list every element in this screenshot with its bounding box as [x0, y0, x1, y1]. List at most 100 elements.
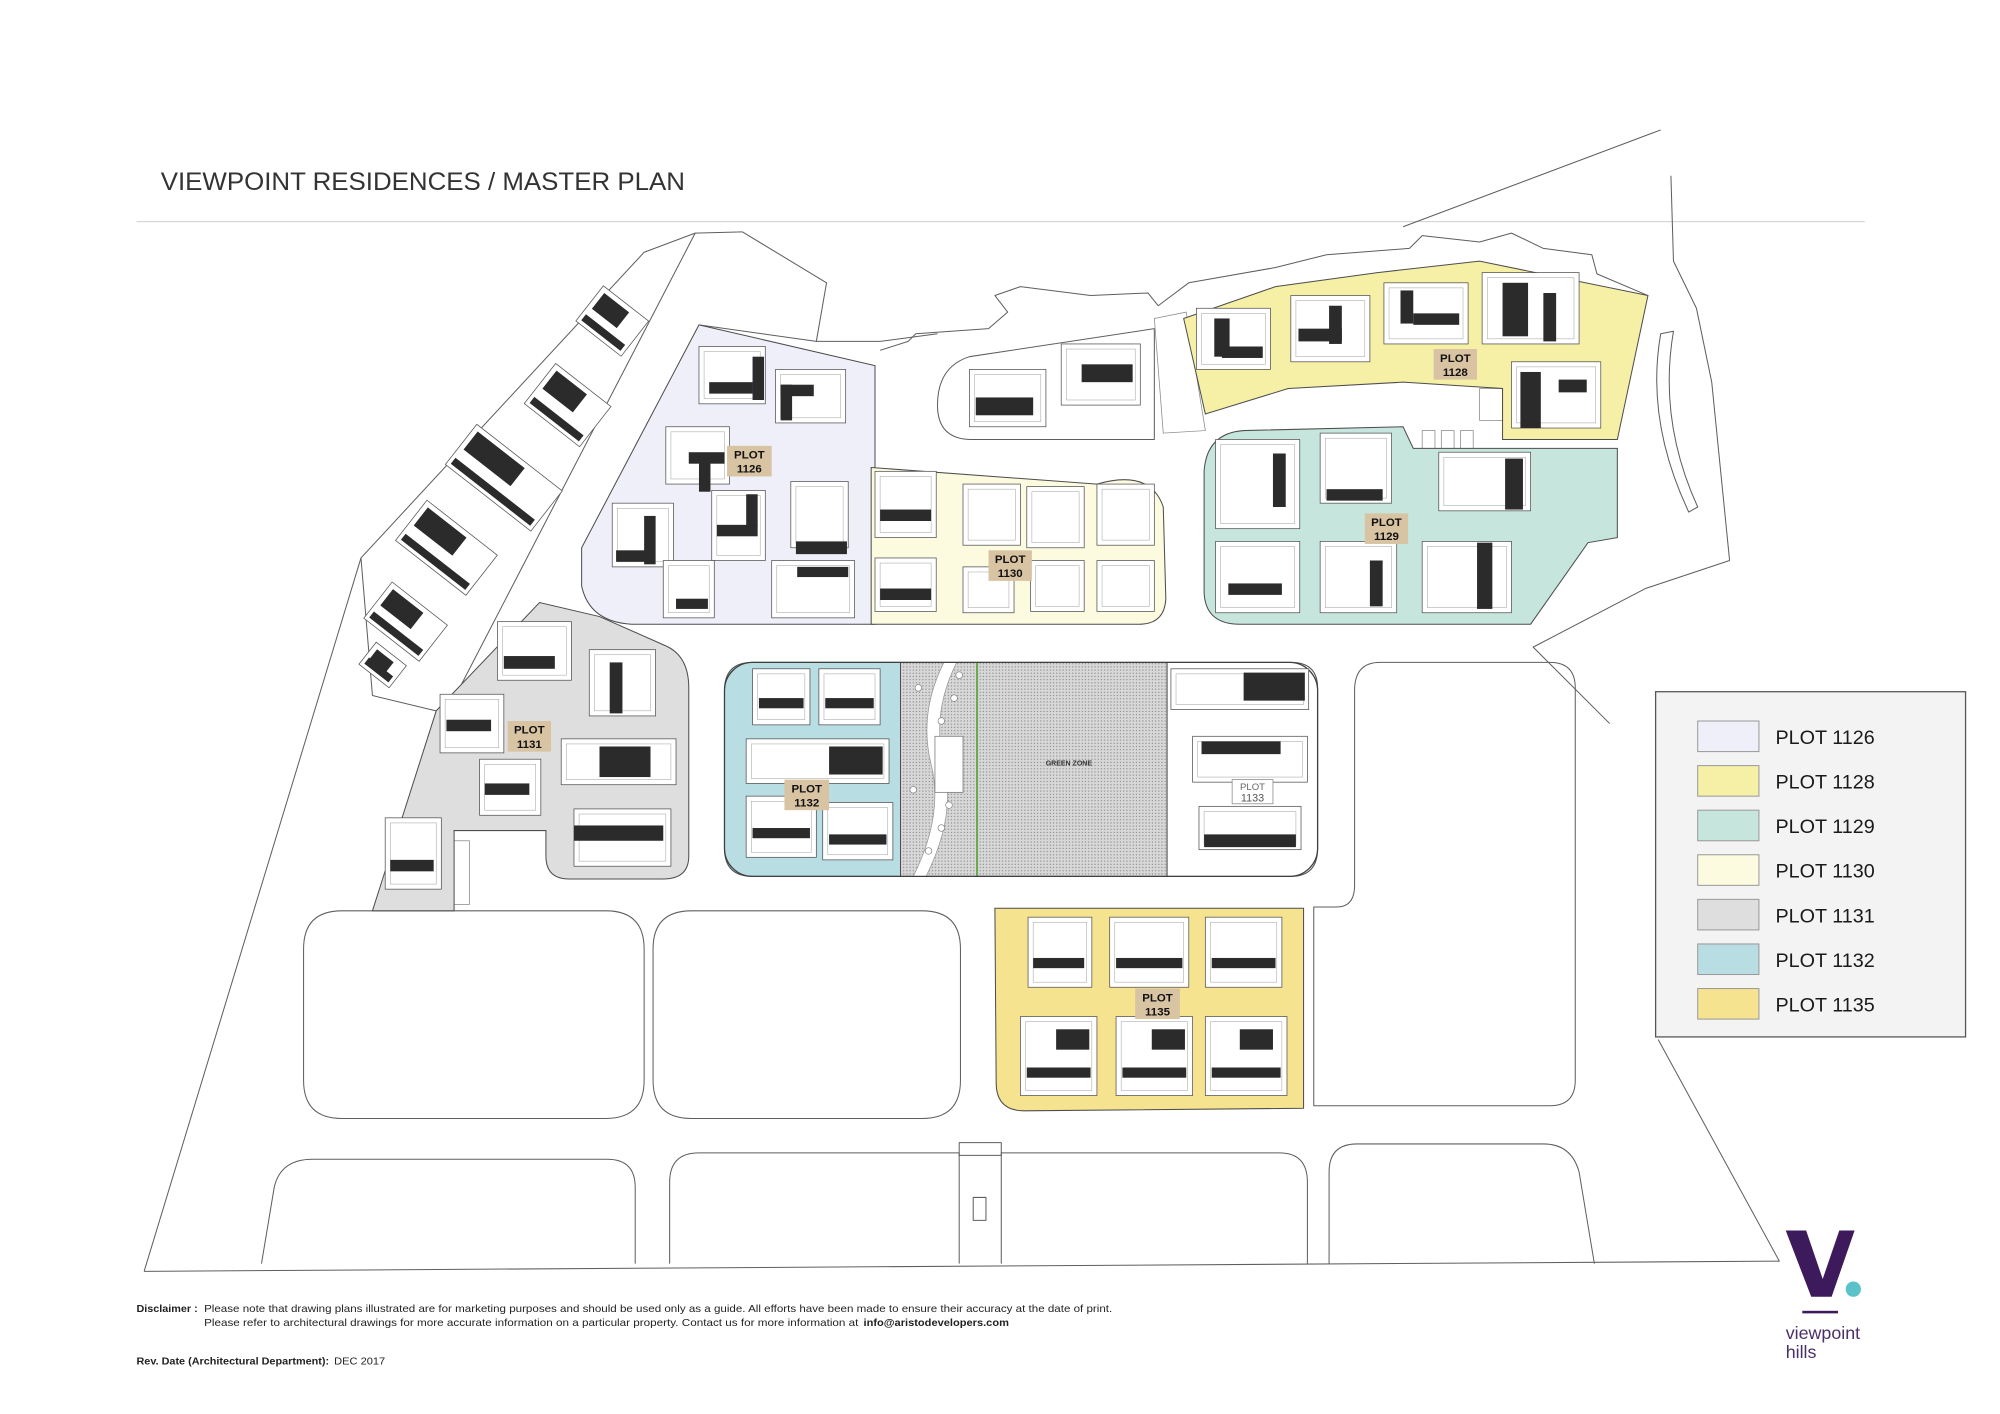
- house: [745, 738, 890, 784]
- site-baseline: [144, 1260, 1780, 1272]
- building-footprint: [1369, 560, 1383, 607]
- legend-label: PLOT 1128: [1776, 772, 1875, 794]
- house-outline: [1027, 916, 1093, 988]
- plot-label-word: PLOT: [791, 783, 822, 795]
- plot-label-1133: PLOT 1133: [1231, 779, 1274, 804]
- house: [395, 499, 498, 596]
- house: [363, 581, 448, 662]
- house-outline: [790, 481, 849, 549]
- house-detail: [1114, 922, 1184, 983]
- house-outline: [752, 668, 811, 726]
- tree-icon: [945, 801, 953, 809]
- building-footprint: [1243, 672, 1305, 701]
- house: [874, 470, 937, 538]
- northeast-road-edge: [1402, 129, 1661, 228]
- revision-value: DEC 2017: [334, 1356, 385, 1367]
- house-outline: [1030, 560, 1085, 612]
- plot-label-word: PLOT: [1440, 353, 1471, 365]
- plot-label-number: 1130: [998, 568, 1023, 580]
- house-detail: [1025, 1021, 1093, 1091]
- block-south-2: [669, 1152, 960, 1264]
- building-footprint: [829, 834, 887, 845]
- contact-email: info@aristodevelopers.com: [864, 1318, 1009, 1329]
- plot-label-box: [727, 445, 772, 477]
- house: [969, 369, 1047, 428]
- building-footprint: [369, 649, 394, 673]
- house: [1204, 1016, 1288, 1096]
- house-detail: [668, 565, 710, 613]
- tree-icon: [955, 671, 963, 679]
- building-footprint: [450, 457, 535, 526]
- house-outline: [497, 621, 572, 681]
- building-footprint: [752, 828, 810, 839]
- tree-icon: [924, 847, 933, 855]
- tree-icon: [937, 717, 945, 725]
- legend-item-1132: PLOT 1132: [1697, 943, 1875, 976]
- plot-label-1132: PLOT 1132: [784, 779, 830, 811]
- plot-label-number: 1126: [737, 464, 762, 476]
- house-detail: [1101, 565, 1150, 607]
- tree-icon: [914, 684, 923, 692]
- block-south-4: [1328, 1143, 1595, 1264]
- house: [1192, 735, 1308, 783]
- plot-label-box: [1364, 513, 1409, 544]
- green-zone-label: GREEN ZONE: [1046, 761, 1093, 768]
- house: [1170, 668, 1310, 710]
- building-footprint: [825, 698, 874, 709]
- building-footprint: [542, 370, 587, 413]
- house-detail: [444, 699, 499, 749]
- disclaimer-line2: Please refer to architectural drawings f…: [204, 1318, 859, 1329]
- building-footprint: [1081, 364, 1133, 383]
- disclaimer-line1: Please note that drawing plans illustrat…: [204, 1304, 1112, 1315]
- plot-label-box: [784, 779, 830, 811]
- house-outline: [1096, 560, 1155, 612]
- house: [665, 426, 730, 492]
- tree-icon: [937, 824, 945, 832]
- house-outline: [1096, 483, 1155, 546]
- building-footprint: [758, 698, 804, 709]
- east-boundary: [1532, 175, 1731, 724]
- building-footprint: [1502, 282, 1529, 337]
- building-footprint: [1477, 542, 1493, 609]
- house: [1481, 272, 1580, 345]
- upper-road-edge: [816, 333, 938, 342]
- plot-label-number: 1132: [794, 797, 819, 809]
- building-footprint: [975, 397, 1034, 416]
- east-boundary-lower: [1657, 1039, 1780, 1262]
- house: [444, 423, 563, 532]
- house: [1026, 486, 1085, 549]
- building-footprint: [1026, 1067, 1091, 1078]
- building-footprint: [716, 524, 758, 537]
- building-footprint: [599, 746, 651, 778]
- building-footprint: [484, 783, 530, 795]
- page-title: VIEWPOINT RESIDENCES / MASTER PLAN: [161, 169, 685, 196]
- legend-swatch: [1697, 988, 1760, 1020]
- house-outline: [1109, 916, 1190, 988]
- house-detail: [1220, 546, 1295, 608]
- building-footprint: [413, 507, 467, 556]
- house: [1109, 916, 1190, 988]
- building-footprint: [780, 384, 814, 397]
- building-footprint: [752, 356, 765, 400]
- plot-labels: PLOT 1126 PLOT 1128 PLOT 1129 PLOT 1130 …: [507, 349, 1478, 1020]
- building-footprint: [1413, 313, 1460, 325]
- utility-box: [1421, 430, 1436, 449]
- building-footprint: [1400, 290, 1414, 324]
- house-detail: [751, 801, 812, 853]
- house: [1215, 439, 1301, 530]
- house: [822, 802, 894, 861]
- house-detail: [1516, 366, 1596, 424]
- legend-swatch: [1697, 720, 1760, 753]
- building-footprint: [1520, 371, 1541, 429]
- legend-item-1126: PLOT 1126: [1697, 720, 1875, 753]
- building-footprint: [880, 588, 932, 600]
- house: [479, 758, 542, 816]
- house-detail: [1388, 287, 1464, 340]
- building-footprint: [369, 611, 424, 656]
- house: [775, 369, 847, 424]
- legend-item-1128: PLOT 1128: [1697, 765, 1875, 797]
- plot-label-number: 1131: [517, 739, 543, 751]
- east-curved-lane: [1656, 330, 1699, 513]
- building-footprint: [609, 662, 623, 714]
- south-path-marker: [972, 1196, 987, 1221]
